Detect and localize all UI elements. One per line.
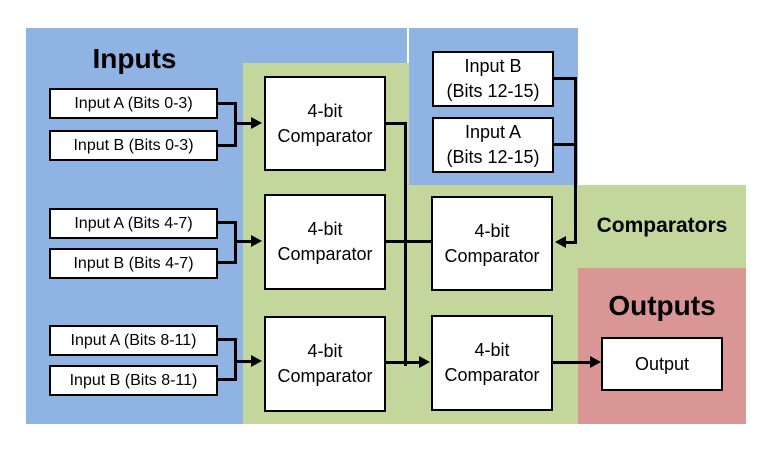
node-label: Output [634, 353, 690, 374]
arrow-right-icon [251, 355, 262, 367]
node-label-line2: (Bits 12-15) [446, 81, 540, 101]
node-label: Input B (Bits 4-7) [73, 254, 194, 272]
node-label-line1: 4-bit [307, 219, 343, 239]
node-input-b-bits-4-7: Input B (Bits 4-7) [49, 248, 218, 279]
node-label-line2: Comparator [277, 244, 373, 264]
wire-comparator-1-out [385, 122, 407, 125]
node-4bit-comparator-2: 4-bit Comparator [264, 194, 386, 290]
arrow-right-icon [251, 117, 262, 129]
arrow-left-icon [555, 236, 566, 248]
wire-input-a-8-11 [216, 338, 237, 341]
node-input-b-bits-0-3: Input B (Bits 0-3) [49, 130, 218, 161]
wire-comparator-2-to-4 [385, 240, 432, 243]
wire-into-comparator-4-right [565, 241, 577, 244]
arrow-right-icon [590, 356, 601, 368]
wire-join-row3 [234, 338, 237, 381]
node-4bit-comparator-4: 4-bit Comparator [431, 196, 553, 291]
node-label-line1: Input A [464, 122, 522, 142]
node-input-a-bits-0-3: Input A (Bits 0-3) [49, 88, 218, 119]
wire-cascade-bus-down [404, 122, 407, 366]
node-4bit-comparator-3: 4-bit Comparator [264, 316, 386, 412]
node-label-line1: 4-bit [307, 341, 343, 361]
wire-input-b-4-7 [216, 261, 237, 264]
node-label: Input A (Bits 8-11) [70, 331, 197, 349]
comparators-region-title: Comparators [596, 214, 728, 237]
node-label: Input A (Bits 4-7) [74, 214, 193, 232]
outputs-region-title: Outputs [608, 290, 716, 321]
node-label-line1: 4-bit [474, 220, 510, 241]
wire-join-high-bits-down [574, 77, 577, 244]
wire-input-a-4-7 [216, 221, 237, 224]
node-label-line2: Comparator [277, 366, 373, 386]
wire-comparator-5-to-output [551, 361, 591, 364]
wire-input-a-12-15 [552, 143, 577, 146]
node-label: Input A (Bits 0-3) [74, 94, 193, 112]
node-label-line1: Input B [464, 56, 522, 76]
node-label-line2: Comparator [444, 245, 540, 266]
node-4bit-comparator-5: 4-bit Comparator [431, 315, 553, 411]
wire-input-b-8-11 [216, 378, 237, 381]
node-input-a-bits-4-7: Input A (Bits 4-7) [49, 208, 218, 239]
wire-input-a-0-3 [216, 102, 237, 105]
node-label-line2: (Bits 12-15) [446, 147, 540, 167]
node-output: Output [601, 337, 723, 391]
node-input-a-bits-8-11: Input A (Bits 8-11) [49, 325, 218, 356]
node-4bit-comparator-1: 4-bit Comparator [264, 76, 386, 171]
wire-input-b-0-3 [216, 144, 237, 147]
arrow-right-icon [419, 356, 430, 368]
wire-input-b-12-15 [552, 77, 577, 80]
node-label-line2: Comparator [277, 125, 373, 146]
wire-comparator-3-to-5 [385, 361, 420, 364]
node-input-a-bits-12-15: Input A (Bits 12-15) [432, 117, 554, 173]
node-label-line2: Comparator [444, 365, 540, 385]
node-label-line1: 4-bit [307, 100, 343, 121]
wire-into-comparator-2 [234, 240, 253, 243]
node-input-b-bits-8-11: Input B (Bits 8-11) [49, 365, 218, 396]
node-label: Input B (Bits 0-3) [73, 136, 194, 154]
arrow-right-icon [251, 235, 262, 247]
node-input-b-bits-12-15: Input B (Bits 12-15) [432, 51, 554, 107]
wire-into-comparator-3 [234, 360, 253, 363]
wire-into-comparator-1 [234, 122, 253, 125]
inputs-region-title: Inputs [92, 43, 177, 74]
node-label: Input B (Bits 8-11) [69, 371, 198, 389]
node-label-line1: 4-bit [474, 340, 510, 360]
